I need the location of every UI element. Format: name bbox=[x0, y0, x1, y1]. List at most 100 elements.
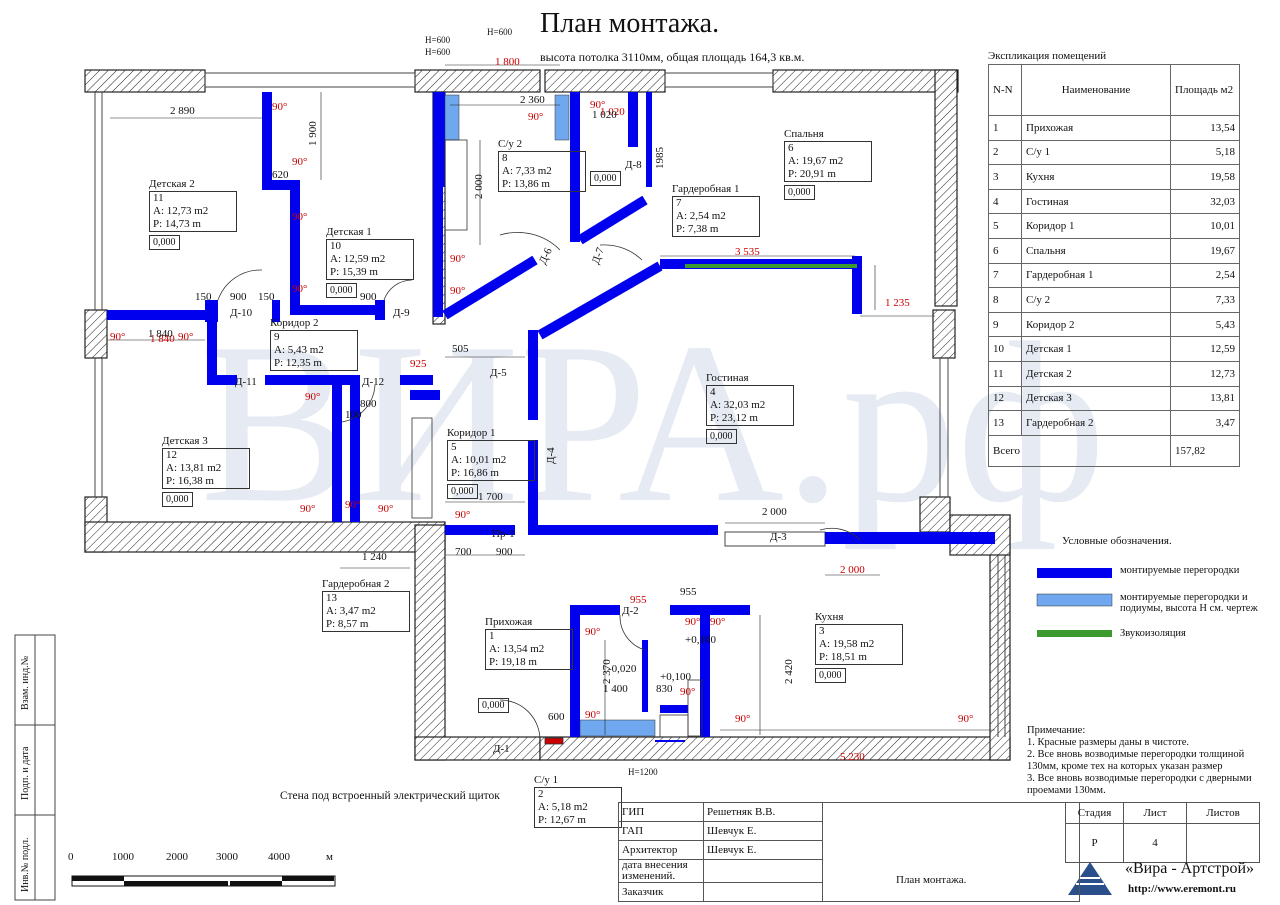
svg-text:2 890: 2 890 bbox=[170, 105, 195, 117]
svg-text:2000: 2000 bbox=[166, 851, 189, 863]
svg-text:Д-5: Д-5 bbox=[490, 367, 507, 379]
svg-text:90°: 90° bbox=[585, 626, 600, 638]
svg-text:955: 955 bbox=[630, 594, 647, 606]
svg-text:H=600: H=600 bbox=[425, 35, 451, 45]
svg-text:600: 600 bbox=[548, 711, 565, 723]
svg-text:1 240: 1 240 bbox=[362, 551, 387, 563]
svg-text:Взам. инд.№: Взам. инд.№ bbox=[20, 656, 31, 710]
svg-text:90°: 90° bbox=[455, 509, 470, 521]
page-title: План монтажа. bbox=[540, 8, 720, 39]
svg-text:90°: 90° bbox=[680, 686, 695, 698]
svg-text:Пр-1: Пр-1 bbox=[492, 528, 515, 540]
company-url: http://www.eremont.ru bbox=[1128, 883, 1236, 895]
svg-text:90°: 90° bbox=[958, 713, 973, 725]
svg-text:H=600: H=600 bbox=[425, 47, 451, 57]
svg-text:900: 900 bbox=[360, 291, 377, 303]
svg-text:150: 150 bbox=[258, 291, 275, 303]
svg-text:90°: 90° bbox=[272, 101, 287, 113]
outer-walls bbox=[84, 69, 1011, 761]
svg-text:900: 900 bbox=[496, 546, 513, 558]
podiums bbox=[444, 94, 656, 737]
legend-item-podium: монтируемые перегородки и подиумы, высот… bbox=[1120, 592, 1258, 614]
svg-text:-0,020: -0,020 bbox=[608, 663, 637, 675]
explication-title: Экспликация помещений bbox=[988, 50, 1107, 62]
panel-note: Стена под встроенный электрический щиток bbox=[280, 790, 500, 802]
svg-text:1 800: 1 800 bbox=[495, 56, 520, 68]
dimension-lines bbox=[107, 64, 995, 735]
svg-text:90°: 90° bbox=[710, 616, 725, 628]
svg-text:700: 700 bbox=[455, 546, 472, 558]
svg-text:1 235: 1 235 bbox=[885, 297, 910, 309]
svg-text:830: 830 bbox=[656, 683, 673, 695]
sound-insulation bbox=[685, 264, 857, 268]
svg-text:90°: 90° bbox=[590, 99, 605, 111]
legend-swatch-sound bbox=[1037, 630, 1112, 637]
svg-text:+0,100: +0,100 bbox=[660, 671, 691, 683]
svg-text:H=1200: H=1200 bbox=[628, 767, 658, 777]
svg-text:505: 505 bbox=[452, 343, 469, 355]
svg-text:Д-2: Д-2 bbox=[622, 605, 639, 617]
svg-text:Д-1: Д-1 bbox=[493, 743, 510, 755]
legend-item-sound: Звукоизоляция bbox=[1120, 628, 1186, 639]
svg-text:90°: 90° bbox=[300, 503, 315, 515]
svg-text:2 360: 2 360 bbox=[520, 94, 545, 106]
svg-text:90°: 90° bbox=[345, 499, 360, 511]
svg-text:Инв.№ подл.: Инв.№ подл. bbox=[20, 838, 31, 892]
svg-text:Подп. и дата: Подп. и дата bbox=[20, 746, 31, 800]
svg-text:1 840: 1 840 bbox=[150, 333, 175, 345]
svg-text:Д-4: Д-4 bbox=[545, 447, 557, 464]
svg-text:м: м bbox=[326, 851, 333, 863]
svg-text:Д-9: Д-9 bbox=[393, 307, 410, 319]
scale-bar: 0 1000 2000 3000 4000 м bbox=[68, 851, 336, 887]
door-swings bbox=[217, 231, 861, 741]
svg-text:100: 100 bbox=[345, 409, 362, 421]
legend-item-partition: монтируемые перегородки bbox=[1120, 565, 1240, 576]
red-dims: 1 800 1 840 925 3 535 1 235 2 000 5 230 … bbox=[110, 56, 973, 763]
svg-text:900: 900 bbox=[230, 291, 247, 303]
svg-text:1 840: 1 840 bbox=[148, 328, 173, 340]
sheet-title: План монтажа. bbox=[896, 874, 967, 887]
svg-text:1 400: 1 400 bbox=[603, 683, 628, 695]
svg-text:1985: 1985 bbox=[654, 147, 666, 170]
svg-text:1 900: 1 900 bbox=[307, 121, 319, 146]
svg-text:4000: 4000 bbox=[268, 851, 291, 863]
svg-text:90°: 90° bbox=[292, 156, 307, 168]
svg-text:90°: 90° bbox=[450, 253, 465, 265]
notes: Примечание: 1. Красные размеры даны в чи… bbox=[1027, 725, 1252, 796]
svg-text:Д-3: Д-3 bbox=[770, 531, 787, 543]
svg-text:1 020: 1 020 bbox=[592, 109, 617, 121]
partitions bbox=[107, 92, 995, 742]
svg-text:90°: 90° bbox=[305, 391, 320, 403]
legend-title: Условные обозначения. bbox=[1062, 535, 1172, 547]
svg-text:90°: 90° bbox=[528, 111, 543, 123]
room-prih-level: 0,000 bbox=[478, 695, 509, 713]
svg-text:1 020: 1 020 bbox=[600, 106, 625, 118]
thin-walls bbox=[94, 72, 1006, 737]
room-su2-level: 0,000 bbox=[590, 168, 621, 186]
svg-text:1 700: 1 700 bbox=[478, 491, 503, 503]
svg-text:90°: 90° bbox=[585, 709, 600, 721]
svg-text:955: 955 bbox=[680, 586, 697, 598]
svg-text:800: 800 bbox=[360, 398, 377, 410]
svg-text:2 000: 2 000 bbox=[840, 564, 865, 576]
